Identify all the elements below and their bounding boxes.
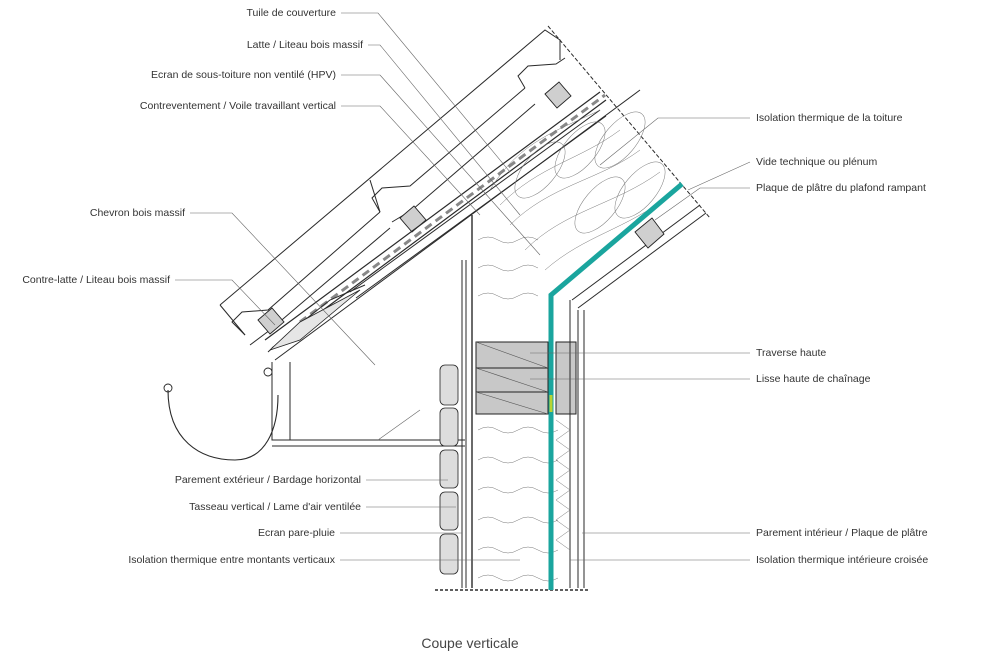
label-tasseau-vertical: Tasseau vertical / Lame d'air ventilée xyxy=(189,501,361,513)
battens xyxy=(257,81,572,335)
labels-right: Isolation thermique de la toiture Vide t… xyxy=(756,112,928,566)
airtightness-membrane-line xyxy=(548,182,684,590)
label-plaque-platre-plafond: Plaque de plâtre du plafond rampant xyxy=(756,182,926,194)
interior-layers xyxy=(555,300,585,588)
label-parement-interieur: Parement intérieur / Plaque de plâtre xyxy=(756,527,928,539)
label-traverse-haute: Traverse haute xyxy=(756,347,826,359)
label-lisse-haute: Lisse haute de chaînage xyxy=(756,373,871,385)
cladding xyxy=(439,364,459,575)
label-isolation-toiture: Isolation thermique de la toiture xyxy=(756,112,903,124)
label-ecran-sous-toiture: Ecran de sous-toiture non ventilé (HPV) xyxy=(151,69,336,81)
gutter xyxy=(163,362,465,461)
top-plates xyxy=(475,341,577,415)
label-parement-exterieur: Parement extérieur / Bardage horizontal xyxy=(175,474,361,486)
drawing-caption: Coupe verticale xyxy=(421,635,518,651)
label-contre-latte: Contre-latte / Liteau bois massif xyxy=(22,274,170,286)
leader-lines xyxy=(175,12,751,561)
label-ecran-pare-pluie: Ecran pare-pluie xyxy=(258,527,335,539)
wall-insulation xyxy=(477,236,559,582)
roof-insulation xyxy=(489,109,671,271)
label-vide-technique: Vide technique ou plénum xyxy=(756,156,877,168)
label-contreventement: Contreventement / Voile travaillant vert… xyxy=(140,100,336,112)
roof-assembly xyxy=(219,25,711,361)
label-tuile-de-couverture: Tuile de couverture xyxy=(247,7,337,19)
label-isolation-interieure: Isolation thermique intérieure croisée xyxy=(756,554,928,566)
label-isolation-montants: Isolation thermique entre montants verti… xyxy=(128,554,335,566)
label-latte-liteau: Latte / Liteau bois massif xyxy=(247,39,363,51)
label-chevron: Chevron bois massif xyxy=(90,207,185,219)
labels-left: Tuile de couverture Latte / Liteau bois … xyxy=(22,7,363,566)
wall-assembly xyxy=(435,215,590,591)
